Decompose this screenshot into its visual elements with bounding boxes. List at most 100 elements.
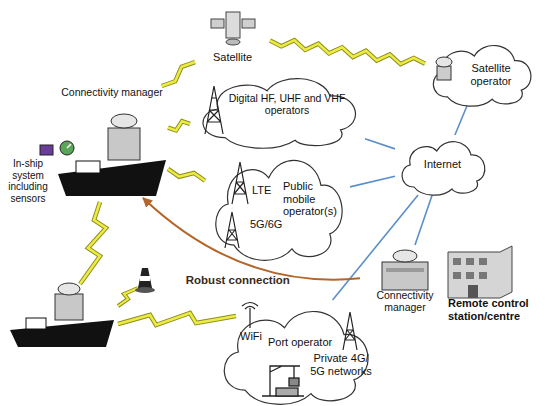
buoy-icon [135, 268, 155, 293]
radio-tower [343, 312, 357, 350]
radio-link [118, 288, 138, 306]
antenna-mast [249, 308, 250, 328]
antenna-dish [111, 114, 137, 128]
sensor-icon [40, 145, 53, 155]
radio-link-fill [162, 62, 195, 86]
wifi-waves [242, 303, 258, 310]
satellite-dish [226, 39, 240, 45]
radio-link-outline [168, 121, 190, 130]
cloud-shape [433, 46, 531, 107]
door [468, 285, 478, 298]
ground-station [437, 66, 451, 80]
ground-dish [436, 57, 452, 67]
radio-link [80, 202, 106, 284]
node-text: Public mobile operator(s) [283, 180, 343, 218]
radio-link-outline [270, 40, 425, 64]
tower-lattice [225, 212, 239, 248]
network-link [365, 139, 395, 149]
satellite-body [226, 12, 240, 38]
satellite-node: Satellite [195, 2, 270, 68]
radio-tower [205, 86, 223, 134]
radio-link-fill [118, 313, 236, 325]
radio-link-outline [168, 169, 205, 181]
node-text: 5G/6G [250, 218, 290, 231]
window [479, 272, 487, 279]
connectivity-device [382, 250, 428, 290]
operator-cloud: Satellite operator [425, 38, 537, 106]
radio-link-outline [162, 62, 195, 86]
window [479, 258, 487, 265]
connectivity-device [108, 128, 140, 160]
dish-icon [436, 57, 452, 80]
radio-link-fill [80, 202, 106, 284]
buoy-body [138, 268, 152, 288]
antenna-dish [58, 283, 80, 295]
network-link [415, 195, 432, 245]
internet-cloud: Internet [395, 135, 490, 195]
antenna-dish [393, 250, 417, 262]
building-icon [448, 246, 512, 298]
radio-link-outline [118, 288, 138, 306]
gauge-needle [67, 144, 71, 148]
radio-link [162, 62, 195, 86]
ship-hull [58, 160, 166, 196]
crane-load [289, 378, 299, 386]
connection-label: Robust connection [186, 274, 290, 287]
container-stack [276, 388, 298, 396]
node-text: Internet [395, 158, 490, 171]
node-text: Connectivity manager [56, 86, 168, 98]
buoy-base [135, 287, 155, 293]
device-box [382, 262, 428, 290]
operator-cloud: Digital HF, UHF and VHF operators [190, 70, 365, 148]
radio-link-fill [168, 121, 190, 130]
radio-link [168, 121, 190, 130]
ship-bridge [26, 318, 46, 329]
node-text: Port operator [268, 336, 348, 349]
wifi-antenna [242, 303, 258, 329]
control-station-node: Connectivity managerRemote control stati… [360, 245, 550, 325]
node-text: Satellite operator [455, 62, 527, 87]
connectivity-device [55, 294, 83, 320]
radio-link-fill [270, 40, 425, 64]
device-slot [386, 268, 424, 272]
ship-icon [10, 283, 114, 347]
node-text: In-ship system including sensors [0, 158, 56, 204]
tower-lattice [205, 86, 223, 134]
building-body [448, 246, 512, 298]
crane-icon [262, 366, 304, 396]
solar-panel [242, 19, 255, 28]
radio-tower [225, 212, 239, 248]
tower-lattice [343, 312, 357, 350]
cloud-shape [216, 160, 342, 260]
radio-link [270, 40, 425, 64]
ship-bridge [76, 161, 100, 173]
operator-cloud: LTE 5G/6GPublic mobile operator(s) [205, 148, 350, 260]
cloud-shape [203, 79, 355, 149]
node-text: Digital HF, UHF and VHF operators [225, 92, 349, 116]
network-link [350, 176, 395, 187]
radio-link-outline [118, 313, 236, 325]
network-link [333, 195, 419, 300]
satellite-icon [211, 12, 255, 45]
cloud-outline [205, 148, 350, 260]
radio-link [168, 169, 205, 181]
ship-node: Connectivity managerIn-ship system inclu… [0, 86, 168, 198]
node-text: LTE [252, 184, 282, 197]
node-text: Connectivity manager [365, 289, 445, 313]
ship-icon [40, 114, 166, 196]
window [466, 272, 474, 279]
radio-tower [232, 162, 248, 204]
radio-link-fill [168, 169, 205, 181]
node-text: Private 4G/ 5G networks [308, 352, 374, 377]
solar-panel [211, 19, 224, 28]
window [453, 258, 461, 265]
node-text: Remote control station/centre [448, 297, 548, 322]
window [453, 272, 461, 279]
operator-cloud: WiFiPort operatorPrivate 4G/ 5G networks [212, 300, 377, 404]
sensor-gauge [60, 141, 74, 155]
radio-link [118, 313, 236, 325]
tower-lattice [232, 162, 248, 204]
radio-link-fill [118, 288, 138, 306]
node-text: WiFi [240, 330, 270, 343]
